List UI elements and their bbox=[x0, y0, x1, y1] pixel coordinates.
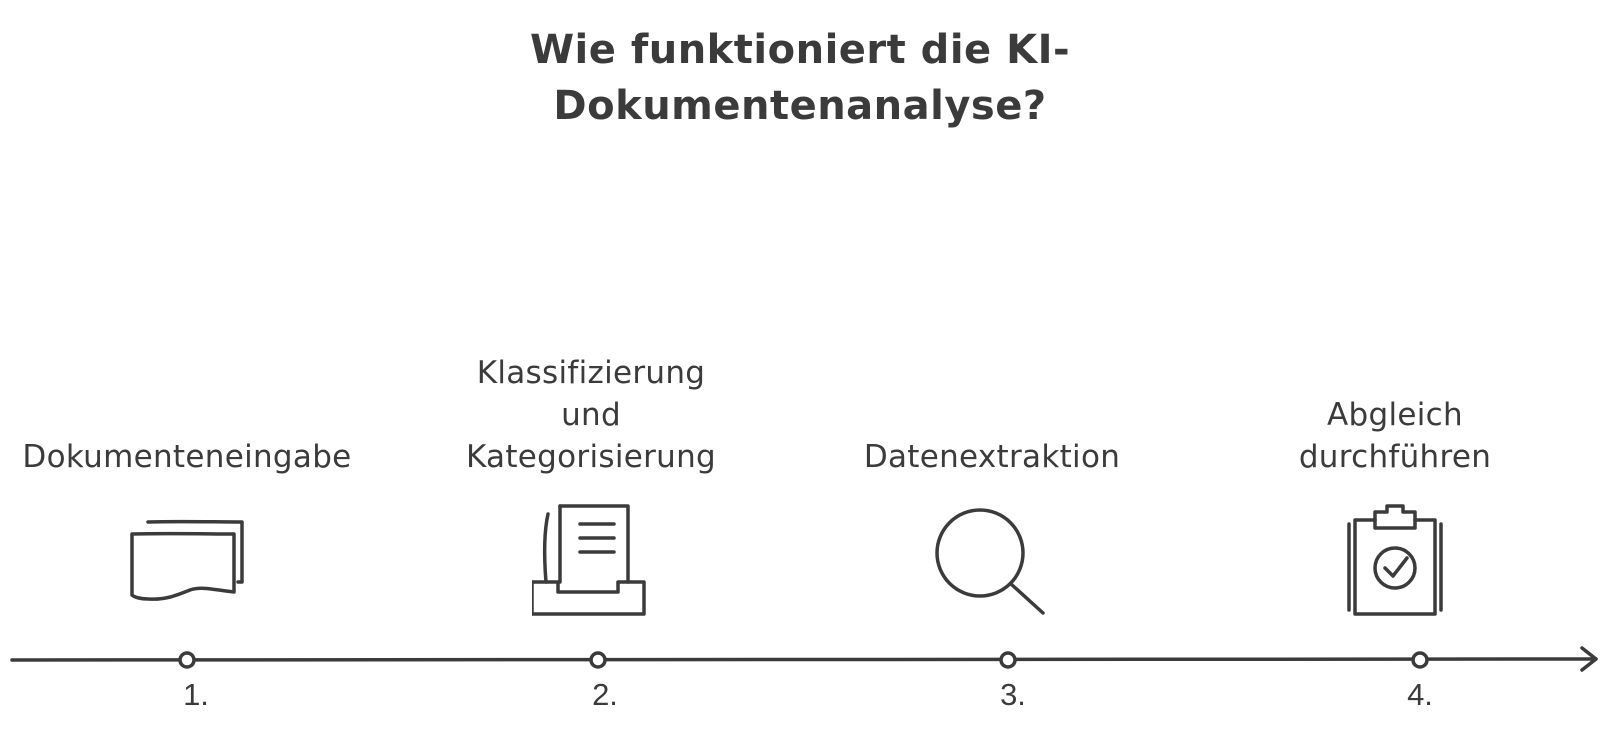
step-4-label-line-1: Abgleich bbox=[1327, 397, 1463, 433]
timeline-arrowhead bbox=[1580, 646, 1598, 672]
step-2-number: 2. bbox=[592, 677, 618, 712]
step-1-number: 1. bbox=[183, 677, 209, 712]
step-2-label: Klassifizierung und Kategorisierung bbox=[421, 352, 761, 478]
step-4-label-line-2: durchführen bbox=[1298, 439, 1492, 475]
step-2-label-line-2: und bbox=[561, 397, 621, 433]
step-4-number: 4. bbox=[1407, 677, 1433, 712]
timeline-axis bbox=[10, 657, 1598, 662]
clipboard-check-icon bbox=[1347, 504, 1443, 616]
page-title: Wie funktioniert die KI- Dokumentenanaly… bbox=[0, 22, 1600, 134]
title-line-1: Wie funktioniert die KI- bbox=[529, 27, 1071, 73]
magnifier-icon bbox=[935, 508, 1045, 615]
timeline-marker-3 bbox=[999, 651, 1017, 669]
step-3-label: Datenextraktion bbox=[822, 436, 1162, 478]
step-2-label-line-1: Klassifizierung bbox=[476, 355, 706, 391]
step-1-label: Dokumenteneingabe bbox=[17, 436, 357, 478]
timeline-marker-1 bbox=[178, 651, 196, 669]
step-4-label: Abgleich durchführen bbox=[1225, 394, 1565, 478]
timeline-marker-4 bbox=[1411, 651, 1429, 669]
document-tray-icon bbox=[532, 504, 646, 616]
documents-icon bbox=[130, 519, 244, 601]
timeline-marker-2 bbox=[589, 651, 607, 669]
step-3-label-line-1: Datenextraktion bbox=[863, 439, 1121, 475]
step-1-label-line-1: Dokumenteneingabe bbox=[22, 439, 352, 475]
step-2-label-line-3: Kategorisierung bbox=[465, 439, 717, 475]
title-line-2: Dokumentenanalyse? bbox=[553, 83, 1047, 129]
step-3-number: 3. bbox=[1000, 677, 1026, 712]
